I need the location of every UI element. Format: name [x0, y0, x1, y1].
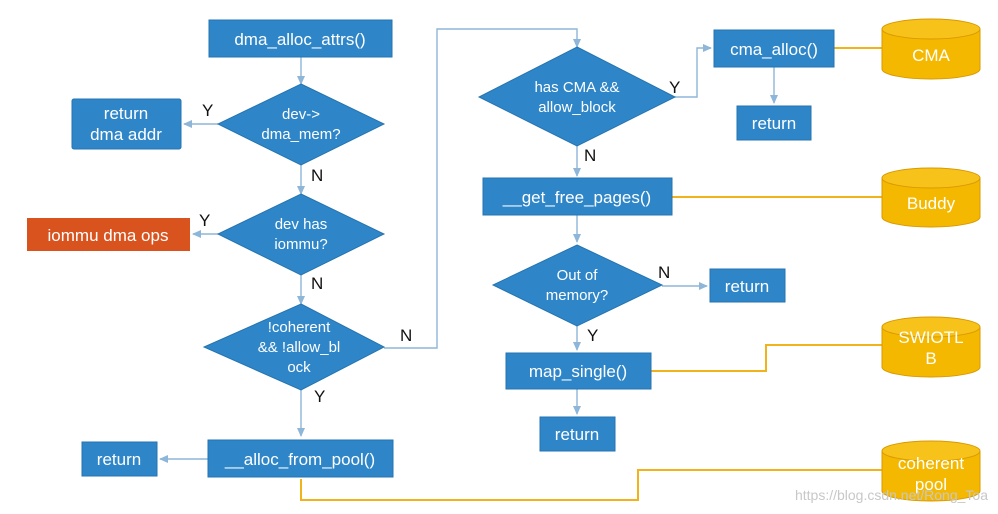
node-dma-alloc-attrs: dma_alloc_attrs() [208, 19, 393, 58]
storage-coherent-pool-line1: coherent [898, 454, 964, 473]
decision-has-cma-line1: has CMA && [534, 79, 619, 96]
label-iommu-y: Y [199, 211, 210, 230]
node-return-left-label: return [97, 450, 141, 469]
node-get-free-pages-label: __get_free_pages() [502, 188, 651, 207]
edge-hascma-y-cmaalloc [675, 44, 712, 98]
link-mapsingle-swiotlb [651, 344, 882, 372]
storage-swiotlb: SWIOTL B [881, 316, 981, 378]
decision-out-of-memory-line2: memory? [546, 287, 609, 304]
node-return-dma-addr-line2: dma addr [90, 125, 162, 144]
label-hascma-n: N [584, 146, 596, 165]
node-get-free-pages: __get_free_pages() [482, 177, 673, 216]
label-dmamem-y: Y [202, 101, 213, 120]
node-cma-alloc-label: cma_alloc() [730, 40, 818, 59]
label-dmamem-n: N [311, 166, 323, 185]
node-return-dma-addr-line1: return [104, 104, 148, 123]
decision-not-coherent-line3: ock [287, 359, 311, 376]
link-pool-coherentpool [300, 469, 882, 501]
node-return-oom-label: return [725, 277, 769, 296]
decision-has-cma-line2: allow_block [538, 99, 616, 116]
label-oom-n: N [658, 263, 670, 282]
node-return-dma-addr: return dma addr [71, 98, 182, 150]
storage-swiotlb-line1: SWIOTL [898, 328, 963, 347]
decision-dev-has-iommu-line1: dev has [275, 216, 328, 233]
node-return-bottom-label: return [555, 425, 599, 444]
decision-has-cma: has CMA && allow_block [477, 46, 677, 147]
decision-out-of-memory: Out of memory? [491, 244, 664, 327]
node-iommu-dma-ops: iommu dma ops [27, 218, 190, 251]
decision-dev-has-iommu-line2: iommu? [274, 236, 327, 253]
node-iommu-dma-ops-label: iommu dma ops [48, 226, 169, 245]
node-return-oom: return [709, 268, 786, 303]
decision-not-coherent-line2: && !allow_bl [258, 339, 341, 356]
storage-swiotlb-line2: B [925, 349, 936, 368]
decision-dev-dma-mem: dev-> dma_mem? [216, 83, 386, 166]
node-return-bottom: return [539, 416, 616, 452]
label-oom-y: Y [587, 326, 598, 345]
node-return-cma: return [736, 105, 812, 141]
edge-coherent-n-hascma [384, 28, 581, 349]
edge-labels: Y N Y N N Y Y N N Y [199, 78, 680, 406]
node-map-single-label: map_single() [529, 362, 627, 381]
storage-coherent-pool: coherent pool [881, 440, 981, 502]
node-map-single: map_single() [505, 352, 652, 390]
decision-not-coherent-line1: !coherent [268, 319, 331, 336]
node-cma-alloc: cma_alloc() [713, 29, 835, 68]
decision-out-of-memory-line1: Out of [557, 267, 599, 284]
decision-not-coherent: !coherent && !allow_bl ock [202, 303, 386, 391]
label-hascma-y: Y [669, 78, 680, 97]
node-alloc-from-pool: __alloc_from_pool() [207, 439, 394, 478]
node-alloc-from-pool-label: __alloc_from_pool() [224, 450, 375, 469]
watermark: https://blog.csdn.net/Rong_Toa [795, 487, 988, 503]
decision-dev-has-iommu: dev has iommu? [216, 193, 386, 276]
label-iommu-n: N [311, 274, 323, 293]
node-return-cma-label: return [752, 114, 796, 133]
storage-cma: CMA [881, 18, 981, 80]
label-coherent-n: N [400, 326, 412, 345]
node-dma-alloc-attrs-label: dma_alloc_attrs() [234, 30, 365, 49]
connectors [159, 28, 778, 463]
label-coherent-y: Y [314, 387, 325, 406]
storage-buddy: Buddy [881, 167, 981, 228]
storage-buddy-label: Buddy [907, 194, 956, 213]
decision-dev-dma-mem-line1: dev-> [282, 106, 320, 123]
storage-connectors [300, 47, 882, 501]
storage-cma-label: CMA [912, 46, 950, 65]
decision-dev-dma-mem-line2: dma_mem? [261, 126, 340, 143]
storage-coherent-pool-line2: pool [915, 475, 947, 494]
node-return-left: return [81, 441, 158, 477]
